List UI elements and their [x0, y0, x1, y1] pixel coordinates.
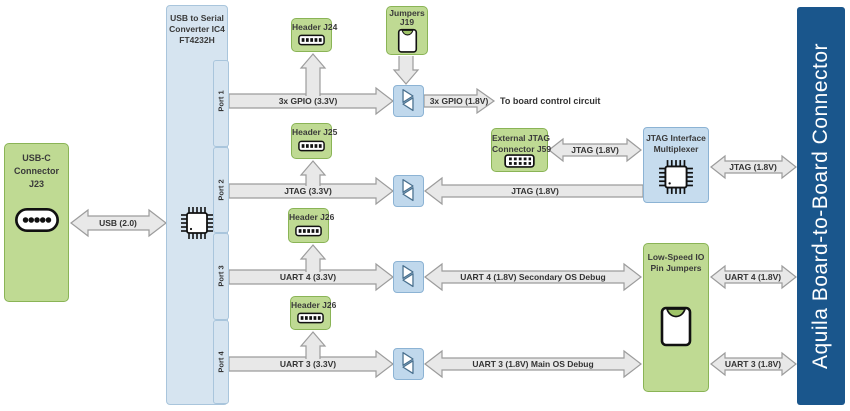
board-control-label: To board control circuit — [500, 96, 601, 106]
converter-chip-icon — [180, 206, 214, 240]
port-3-label: Port 3 — [216, 265, 226, 287]
jtag33-label: JTAG (3.3V) — [284, 186, 332, 196]
usbc-connector-box: USB-C Connector J23 — [4, 143, 69, 302]
gpio33-label: 3x GPIO (3.3V) — [278, 96, 338, 106]
jtag-mux-chip-icon — [644, 159, 708, 195]
header-j26b-branch-arrow — [299, 331, 327, 359]
external-jtag-box: External JTAG Connector J59 — [491, 128, 552, 172]
jumpers-j19-down-arrow — [392, 56, 420, 85]
aquila-connector-label: Aquila Board-to-Board Connector — [809, 42, 832, 370]
lowspeed-label-2: Pin Jumpers — [650, 263, 702, 273]
converter-label-3: FT4232H — [179, 35, 215, 45]
header-j26-row3-label: Header J26 — [289, 212, 335, 222]
header-j25-branch-arrow — [299, 160, 327, 186]
jumpers-j19-label-2: J19 — [399, 17, 415, 27]
usbc-label-1: USB-C — [22, 153, 51, 163]
jumpers-j19-box: Jumpers J19 — [386, 6, 428, 55]
header-j24-icon — [292, 34, 331, 46]
uart418-right-label: UART 4 (1.8V) — [724, 272, 782, 282]
port-2-label: Port 2 — [216, 179, 226, 201]
jtag18-j59-label: JTAG (1.8V) — [571, 145, 619, 155]
uart418-arrow — [424, 262, 642, 292]
converter-label-1: USB to Serial — [170, 13, 224, 23]
header-j26-row4-box: Header J26 — [290, 296, 337, 330]
usb-arrow-label: USB (2.0) — [99, 218, 137, 228]
header-j26-row4-icon — [291, 312, 330, 324]
header-j24-branch-arrow — [299, 53, 327, 96]
header-j25-icon — [292, 140, 331, 152]
jtag33-arrow — [228, 176, 394, 206]
gpio33-arrow — [228, 86, 394, 116]
header-j24-label: Header J24 — [292, 22, 338, 32]
header-j25-label: Header J25 — [292, 127, 338, 137]
external-jtag-label-1: External JTAG — [492, 133, 550, 143]
uart318-aquila-arrow — [710, 351, 797, 377]
port-1-label: Port 1 — [216, 90, 226, 112]
lowspeed-label-1: Low-Speed IO — [647, 252, 705, 262]
uart318-arrow — [424, 349, 642, 379]
gpio18-label: 3x GPIO (1.8V) — [429, 96, 489, 106]
level-shifter-jtag — [393, 175, 424, 207]
jumpers-j19-icon — [387, 27, 427, 54]
uart333-label: UART 3 (3.3V) — [279, 359, 337, 369]
jtag18-aquila-arrow — [710, 154, 797, 180]
port-4-label: Port 4 — [216, 351, 226, 373]
jtag18-long-label: JTAG (1.8V) — [511, 186, 559, 196]
uart418-label: UART 4 (1.8V) Secondary OS Debug — [460, 272, 606, 282]
header-j26-row3-box: Header J26 — [288, 208, 335, 243]
port-2-box — [213, 147, 229, 233]
uart433-label: UART 4 (3.3V) — [279, 272, 337, 282]
usbc-icon — [5, 207, 68, 233]
uart418-aquila-arrow — [710, 264, 797, 290]
jtag-mux-label-1: JTAG Interface — [646, 133, 706, 143]
uart333-arrow — [228, 349, 394, 379]
port-3-box — [213, 233, 229, 320]
jtag-mux-label-2: Multiplexer — [653, 144, 699, 154]
external-jtag-label-2: Connector J59 — [492, 144, 552, 154]
header-j26a-branch-arrow — [299, 244, 327, 272]
level-shifter-gpio — [393, 85, 424, 117]
external-jtag-icon — [492, 154, 547, 168]
jtag18-right-label: JTAG (1.8V) — [729, 162, 777, 172]
level-shifter-uart3 — [393, 348, 424, 380]
level-shifter-uart4 — [393, 261, 424, 293]
uart318-label: UART 3 (1.8V) Main OS Debug — [472, 359, 594, 369]
jumpers-j19-label-1: Jumpers — [389, 8, 425, 18]
jtag18-j59-arrow — [548, 137, 642, 163]
uart433-arrow — [228, 262, 394, 292]
port-4-box — [213, 320, 229, 404]
gpio18-arrow — [423, 87, 496, 115]
jtag-mux-box: JTAG Interface Multiplexer — [643, 127, 709, 203]
lowspeed-io-box: Low-Speed IO Pin Jumpers — [643, 243, 709, 392]
header-j24-box: Header J24 — [291, 18, 338, 52]
aquila-connector-bar: Aquila Board-to-Board Connector — [797, 7, 845, 405]
lowspeed-jumper-icon — [644, 304, 708, 348]
port-1-box — [213, 60, 229, 147]
header-j26-row3-icon — [289, 225, 328, 237]
header-j26-row4-label: Header J26 — [291, 300, 337, 310]
usbc-label-3: J23 — [28, 179, 45, 189]
converter-label-2: Converter IC4 — [169, 24, 225, 34]
uart318-right-label: UART 3 (1.8V) — [724, 359, 782, 369]
usbc-label-2: Connector — [14, 166, 59, 176]
header-j25-box: Header J25 — [291, 123, 338, 159]
